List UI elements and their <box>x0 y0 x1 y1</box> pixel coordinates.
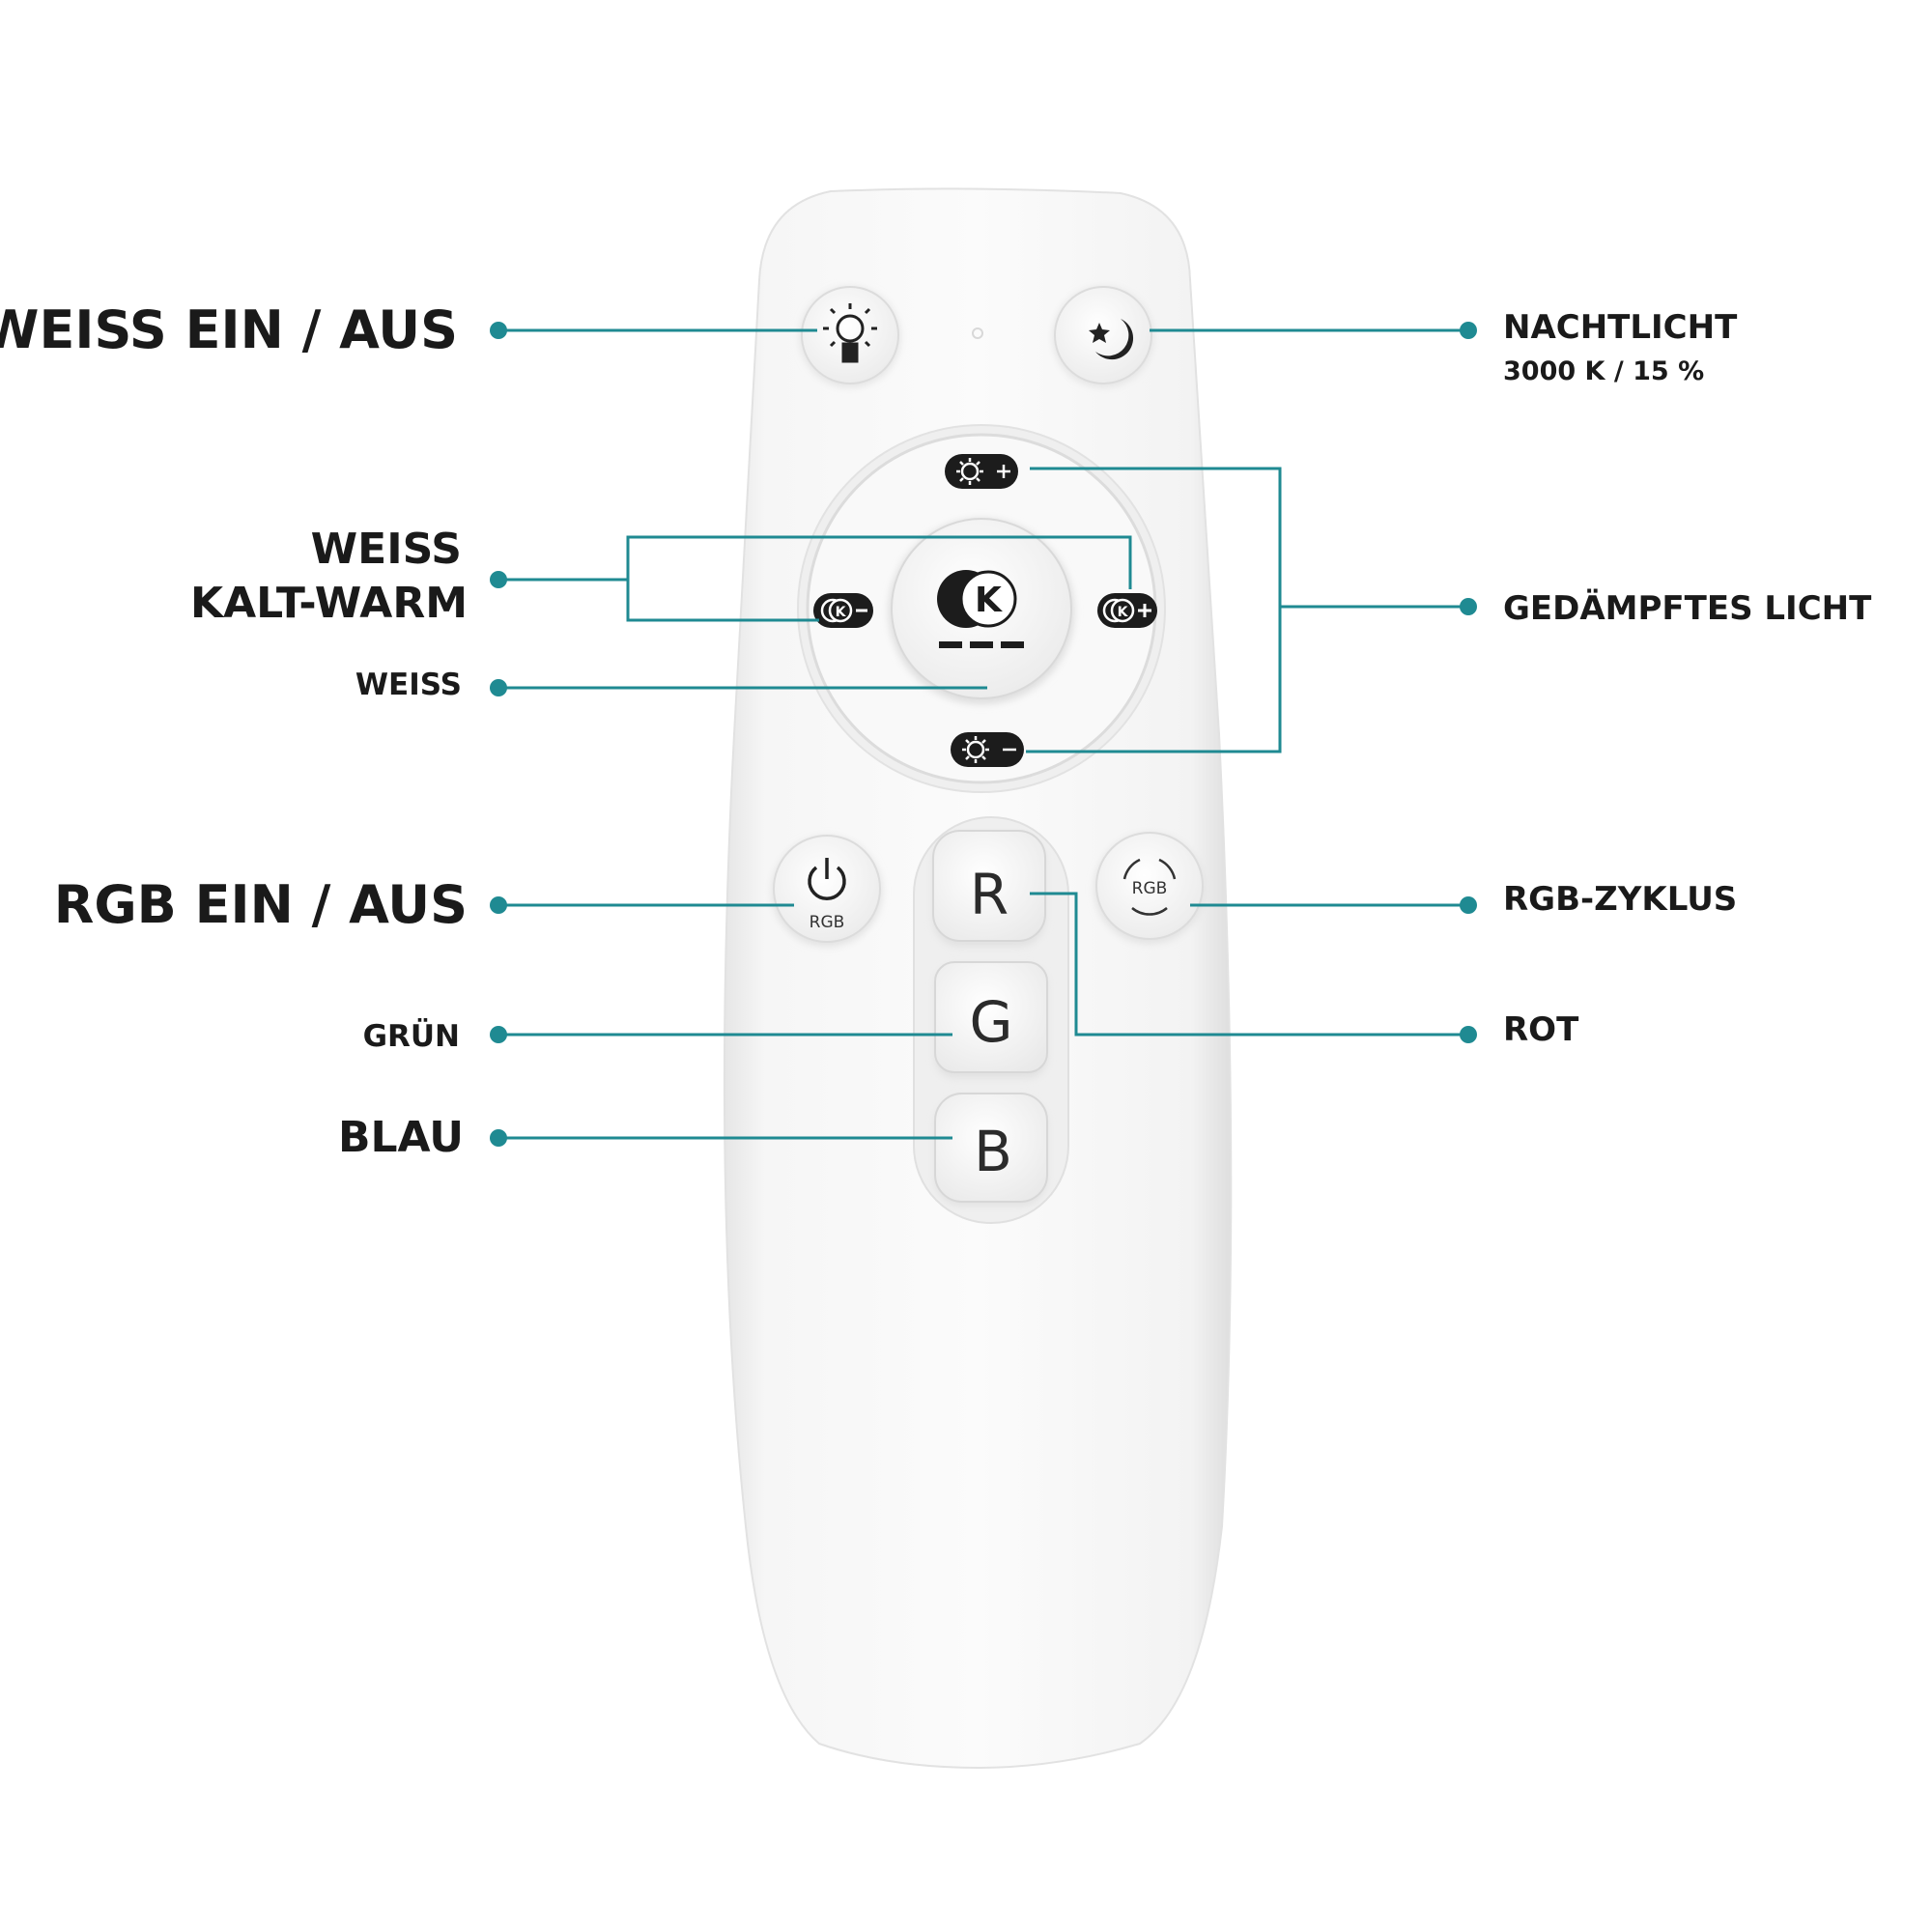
svg-text:RGB: RGB <box>1132 879 1168 898</box>
label-cold-warm-line1: WEISS <box>311 525 462 574</box>
label-blue: BLAU <box>338 1113 464 1162</box>
leader-red <box>1030 892 1468 1037</box>
label-night-light-sub: 3000 K / 15 % <box>1503 356 1704 386</box>
white-power-button[interactable] <box>800 286 900 387</box>
night-light-button[interactable] <box>1053 286 1153 387</box>
bracket-cold-warm <box>626 535 1132 622</box>
label-rgb-on-off: RGB EIN / AUS <box>54 874 468 935</box>
dot-rgb-on-off <box>490 896 507 914</box>
red-button[interactable]: R <box>932 830 1046 947</box>
dot-red <box>1460 1026 1477 1043</box>
label-dimmed: GEDÄMPFTES LICHT <box>1503 588 1872 628</box>
label-rgb-cycle: RGB-ZYKLUS <box>1503 880 1737 919</box>
sun-minus-icon <box>962 736 1016 763</box>
label-green: GRÜN <box>363 1018 460 1054</box>
power-icon <box>808 858 846 900</box>
sun-plus-icon <box>956 458 1010 485</box>
cct-plus-button[interactable]: K <box>1097 593 1157 628</box>
label-night-light: NACHTLICHT <box>1503 308 1738 347</box>
cycle-icon <box>1122 858 1177 916</box>
rgb-power-button[interactable]: RGB <box>772 835 882 947</box>
svg-text:K: K <box>1118 605 1129 620</box>
brightness-up-button[interactable] <box>945 454 1018 489</box>
white-center-button[interactable]: K <box>889 518 1074 704</box>
cct-plus-icon: K <box>1102 598 1151 623</box>
labels: WEISS EIN / AUS NACHTLICHT 3000 K / 15 %… <box>0 299 1872 1162</box>
bulb-icon <box>823 303 877 363</box>
cct-minus-icon: K <box>820 598 867 623</box>
rgb-cycle-button[interactable]: RGB <box>1094 832 1205 944</box>
dot-green <box>490 1026 507 1043</box>
brightness-down-button[interactable] <box>951 732 1024 767</box>
green-button[interactable]: G <box>934 961 1048 1078</box>
ir-led <box>972 327 983 339</box>
leader-lines <box>490 322 1477 1147</box>
label-white-on-off: WEISS EIN / AUS <box>0 299 458 360</box>
dot-night-light <box>1460 322 1477 339</box>
label-red: ROT <box>1503 1010 1579 1049</box>
dot-white-on-off <box>490 322 507 339</box>
svg-text:K: K <box>836 605 847 620</box>
dot-rgb-cycle <box>1460 896 1477 914</box>
svg-text:R: R <box>970 862 1009 927</box>
dot-cold-warm <box>490 571 507 588</box>
dot-blue <box>490 1129 507 1147</box>
svg-text:B: B <box>974 1119 1012 1184</box>
label-white: WEISS <box>355 668 462 702</box>
dot-dimmed <box>1460 598 1477 615</box>
blue-button[interactable]: B <box>934 1093 1048 1206</box>
k-icon: K <box>937 570 1024 648</box>
bracket-dimmed <box>1026 467 1282 753</box>
label-cold-warm-line2: KALT-WARM <box>190 579 468 628</box>
cct-minus-button[interactable]: K <box>813 593 873 628</box>
dot-white <box>490 679 507 696</box>
moon-star-icon <box>1089 319 1134 360</box>
svg-text:K: K <box>975 581 1003 620</box>
svg-text:RGB: RGB <box>810 913 845 932</box>
svg-text:G: G <box>970 989 1013 1055</box>
